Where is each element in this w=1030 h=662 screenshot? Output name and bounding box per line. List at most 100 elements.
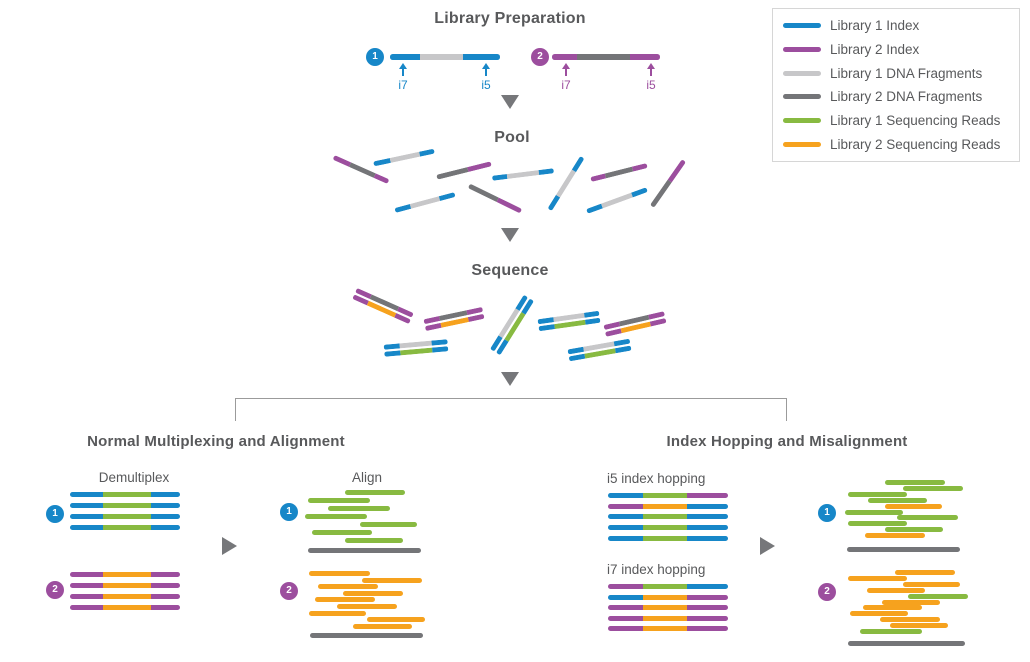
segment-blue: [431, 339, 448, 346]
segment-dark_gray: [604, 166, 634, 179]
pair-top-strand: [489, 294, 528, 352]
segment-blue: [608, 514, 643, 520]
index-arrow-up-icon: [562, 63, 570, 69]
legend-item: Library 2 DNA Fragments: [783, 89, 1015, 104]
segment-orange: [103, 594, 152, 599]
pool-fragment: [547, 155, 585, 212]
segment-blue: [687, 503, 728, 509]
i7-hopping-label: i7 index hopping: [607, 562, 706, 577]
hopped-index-read: [608, 514, 728, 520]
segment-blue: [383, 343, 400, 350]
aligned-read-orange: [848, 575, 907, 581]
demultiplexed-read: [70, 605, 180, 610]
index-label: i5: [646, 78, 656, 92]
segment-purple: [468, 313, 485, 322]
segment-purple: [608, 615, 643, 621]
library-1-badge: 1: [280, 503, 298, 521]
aligned-read-green: [308, 498, 370, 503]
library-1-badge: 1: [366, 48, 384, 66]
hopped-index-read: [608, 525, 728, 531]
index-arrow-stem: [650, 68, 652, 76]
segment-blue: [418, 148, 435, 157]
segment-purple: [424, 322, 442, 331]
segment-blue: [568, 353, 585, 361]
sequence-read-pair: [383, 339, 449, 357]
hopped-index-read: [608, 493, 728, 498]
segment-dark_gray: [576, 54, 630, 60]
segment-purple: [496, 197, 523, 214]
index-label: i7: [561, 78, 571, 92]
sequence-read-pair: [489, 294, 534, 356]
segment-blue: [151, 514, 180, 519]
segment-blue: [571, 155, 585, 173]
branch-title-hopping: Index Hopping and Misalignment: [666, 433, 908, 450]
segment-purple: [687, 493, 728, 498]
segment-blue: [631, 187, 648, 198]
segment-light_gray: [555, 169, 577, 198]
segment-purple: [151, 594, 180, 599]
pool-fragment: [491, 168, 555, 181]
segment-green: [400, 347, 433, 355]
hopped-index-read: [608, 503, 728, 509]
legend-swatch: [783, 141, 821, 147]
segment-orange: [103, 583, 152, 588]
reference-line: [847, 547, 960, 552]
aligned-read-orange: [863, 605, 922, 611]
index-arrow-up-icon: [482, 63, 490, 69]
segment-purple: [687, 626, 728, 632]
hopped-index-read: [608, 584, 728, 589]
segment-blue: [438, 192, 456, 202]
segment-blue: [547, 194, 561, 212]
library-2-badge: 2: [818, 583, 836, 601]
library-2-badge: 2: [46, 581, 64, 599]
segment-purple: [70, 583, 103, 588]
aligned-read-orange: [367, 617, 425, 623]
hopped-index-read: [608, 594, 728, 600]
segment-blue: [462, 54, 500, 60]
segment-dark_gray: [349, 162, 376, 178]
aligned-read-orange: [309, 610, 366, 616]
index-arrow-up-icon: [647, 63, 655, 69]
legend-item: Library 1 Index: [783, 18, 1015, 33]
demultiplex-label: Demultiplex: [98, 470, 170, 485]
segment-green: [103, 503, 152, 508]
aligned-read-green: [312, 530, 372, 535]
segment-blue: [608, 594, 643, 600]
library-2-construct: [552, 54, 660, 60]
segment-orange: [642, 626, 688, 632]
sequence-read-pair: [567, 338, 632, 362]
segment-green: [103, 492, 152, 497]
hopped-index-read: [608, 626, 728, 632]
segment-blue: [615, 345, 632, 353]
segment-blue: [151, 492, 180, 497]
segment-light_gray: [506, 170, 540, 179]
demultiplexed-read: [70, 503, 180, 508]
segment-purple: [608, 605, 643, 611]
segment-light_gray: [399, 340, 432, 348]
segment-purple: [467, 161, 492, 172]
segment-purple: [373, 173, 390, 184]
segment-blue: [586, 203, 603, 214]
segment-orange: [642, 615, 688, 621]
legend-label: Library 1 Index: [830, 18, 920, 34]
segment-purple: [151, 583, 180, 588]
segment-green: [642, 584, 688, 589]
segment-blue: [70, 525, 103, 530]
flow-arrow-down-icon: [501, 228, 519, 242]
segment-blue: [567, 346, 584, 354]
aligned-read-green: [860, 629, 922, 634]
legend-label: Library 2 Sequencing Reads: [830, 136, 1001, 152]
segment-purple: [631, 163, 648, 172]
legend-label: Library 2 DNA Fragments: [830, 89, 983, 105]
hopped-index-read: [608, 605, 728, 611]
segment-light_gray: [419, 54, 463, 60]
segment-dark_gray: [436, 166, 469, 180]
segment-purple: [687, 594, 728, 600]
aligned-read-orange: [882, 599, 940, 605]
aligned-read-orange: [867, 587, 925, 593]
aligned-read-green: [897, 515, 958, 521]
segment-blue: [608, 525, 643, 531]
legend-item: Library 2 Sequencing Reads: [783, 137, 1015, 152]
segment-purple: [70, 572, 103, 577]
